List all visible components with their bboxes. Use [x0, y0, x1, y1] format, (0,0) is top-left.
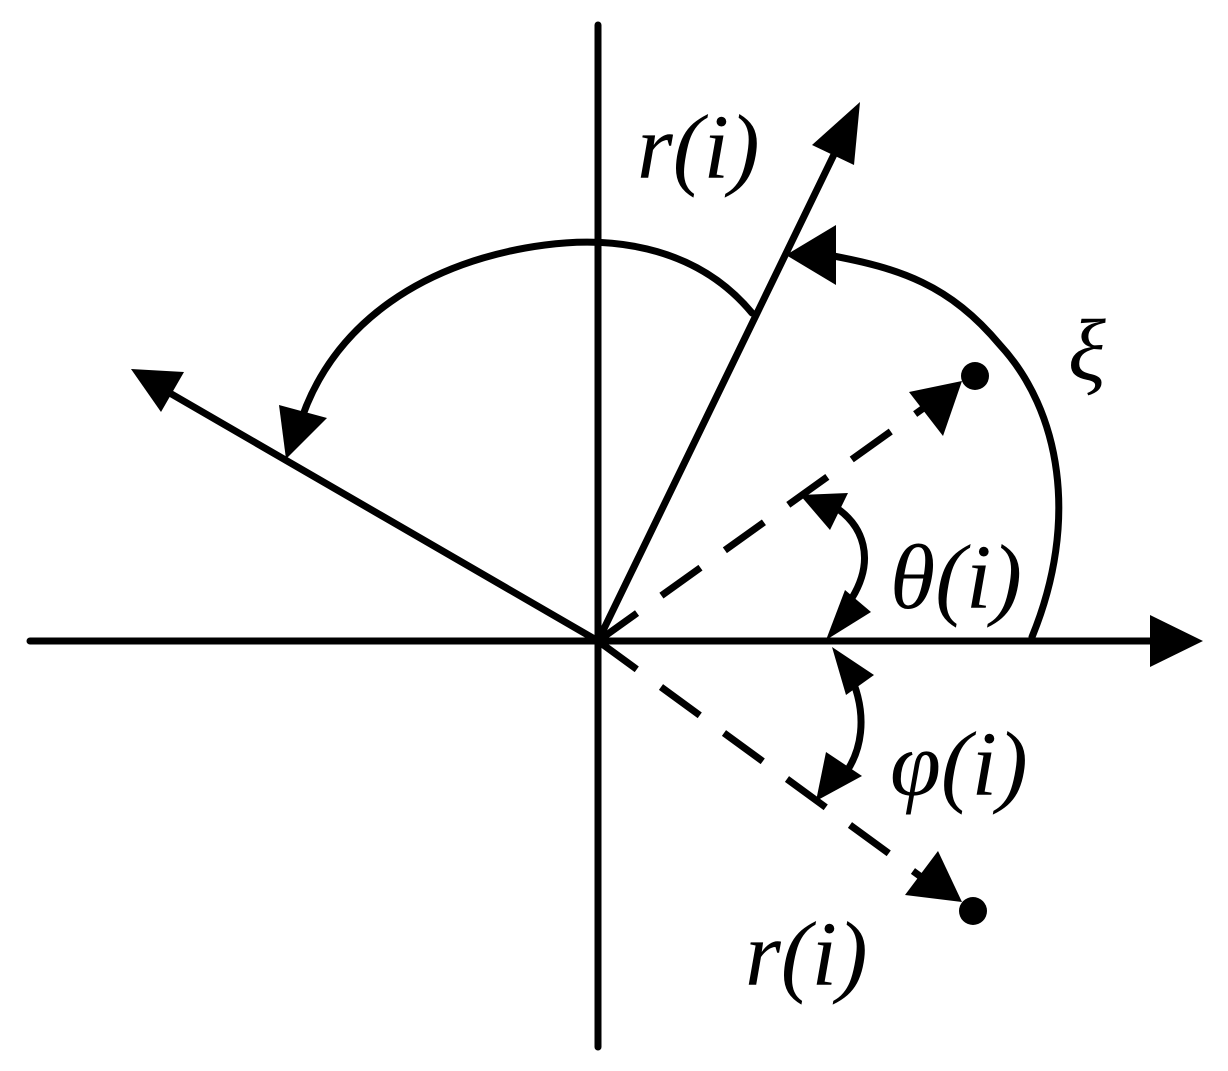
dashed-ray-upper-arrowhead	[909, 381, 962, 436]
upper-point	[961, 362, 989, 390]
label-r-top: r(i)	[637, 96, 760, 198]
ray-r-upper	[594, 134, 846, 645]
phi-arc-arrowhead-bottom	[816, 752, 862, 801]
ray-rotated	[164, 388, 602, 645]
xi-arc-arrowhead	[786, 225, 836, 285]
dashed-ray-lower	[595, 638, 931, 885]
label-phi: φ(i)	[890, 713, 1028, 815]
label-xi: ξ	[1068, 303, 1106, 400]
label-theta: θ(i)	[890, 526, 1022, 628]
label-r-bottom: r(i)	[745, 903, 868, 1005]
dashed-ray-lower-arrowhead	[905, 851, 962, 902]
ray-r-upper-arrowhead	[812, 102, 860, 165]
theta-arc-arrowhead-bottom	[826, 590, 871, 640]
theta-arc-arrowhead	[800, 493, 848, 530]
lower-point	[959, 897, 987, 925]
ray-rotated-arrowhead	[131, 369, 184, 412]
xi-arc	[824, 251, 1063, 641]
x-axis-arrowhead	[1150, 615, 1203, 667]
theta-arc	[828, 501, 868, 602]
dashed-ray-upper	[595, 399, 935, 644]
rotation-arc-arrowhead	[279, 405, 327, 459]
phi-arc-arrowhead-top	[832, 647, 874, 695]
rotation-arc	[294, 238, 756, 434]
